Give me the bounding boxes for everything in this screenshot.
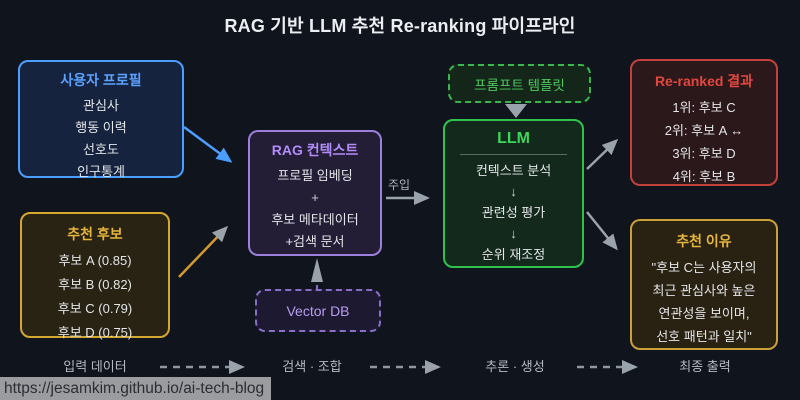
- candidates-title: 추천 후보: [67, 226, 123, 242]
- browser-status-bar-url: https://jesamkim.github.io/ai-tech-blog: [0, 377, 272, 400]
- arrow-llm-to-reranked-icon: [586, 138, 619, 170]
- candidate-item: 후보 A (0.85): [58, 253, 132, 268]
- reason-line: 연관성을 보이며,: [658, 306, 750, 321]
- candidate-item: 후보 D (0.75): [57, 325, 133, 340]
- user-profile-item: 행동 이력: [75, 120, 127, 135]
- page-title: RAG 기반 LLM 추천 Re-ranking 파이프라인: [224, 16, 576, 36]
- arrow-user-profile-to-rag-icon: [183, 125, 233, 163]
- reason-line: "후보 C는 사용자의: [651, 260, 757, 275]
- user-profile-title: 사용자 프로필: [60, 72, 142, 88]
- arrow-vectordb-to-rag-icon: [311, 258, 323, 282]
- reason-line: 최근 관심사와 높은: [652, 283, 756, 298]
- vector-db-node: Vector DB: [255, 289, 381, 332]
- llm-step: 순위 재조정: [481, 247, 546, 262]
- llm-step: 관련성 평가: [481, 205, 546, 220]
- reason-title: 추천 이유: [676, 233, 732, 249]
- user-profile-item: 인구통계: [77, 164, 125, 179]
- recommendation-reason-node: 추천 이유 "후보 C는 사용자의 최근 관심사와 높은 연관성을 보이며, 선…: [630, 219, 778, 350]
- rag-context-item: 후보 메타데이터: [271, 212, 359, 227]
- reranked-item: 3위: 후보 D: [672, 146, 736, 161]
- prompt-template-label: 프롬프트 템플릿: [474, 77, 565, 93]
- flow-stage-retrieval: 검색 · 조합: [282, 359, 342, 374]
- candidate-item: 후보 C (0.79): [57, 301, 133, 316]
- arrow-prompt-to-llm-icon: [505, 104, 527, 118]
- reranked-item: 4위: 후보 B: [672, 169, 736, 184]
- rag-context-item: +검색 문서: [285, 234, 345, 249]
- arrow-llm-to-reason-icon: [586, 211, 618, 251]
- arrow-candidates-to-rag-icon: [178, 225, 229, 278]
- flow-stage-output: 최종 출력: [679, 359, 731, 374]
- llm-title: LLM: [497, 130, 530, 147]
- llm-node: LLM 컨텍스트 분석 ↓ 관련성 평가 ↓ 순위 재조정: [443, 119, 584, 268]
- user-profile-node: 사용자 프로필 관심사 행동 이력 선호도 인구통계: [18, 60, 184, 179]
- vector-db-label: Vector DB: [286, 302, 350, 319]
- rag-context-item: 프로필 임베딩: [277, 168, 353, 183]
- candidate-item: 후보 B (0.82): [58, 277, 132, 292]
- rag-context-node: RAG 컨텍스트 프로필 임베딩 + 후보 메타데이터 +검색 문서: [248, 130, 382, 256]
- rag-context-title: RAG 컨텍스트: [271, 142, 359, 158]
- reranked-item: 1위: 후보 C: [672, 100, 736, 115]
- inject-edge-label: 주입: [388, 178, 411, 192]
- down-arrow-icon: ↓: [510, 184, 517, 199]
- llm-title-divider: [460, 154, 567, 155]
- user-profile-item: 관심사: [83, 98, 119, 113]
- reranked-title: Re-ranked 결과: [654, 73, 754, 89]
- user-profile-item: 선호도: [83, 142, 119, 157]
- flow-stage-inference: 추론 · 생성: [485, 359, 545, 374]
- reason-line: 선호 패턴과 일치": [656, 329, 752, 344]
- down-arrow-icon: ↓: [510, 226, 517, 241]
- flow-stage-input: 입력 데이터: [63, 359, 127, 374]
- reranked-result-node: Re-ranked 결과 1위: 후보 C 2위: 후보 A ↔ 3위: 후보 …: [630, 59, 778, 186]
- plus-icon: +: [311, 190, 319, 205]
- llm-step: 컨텍스트 분석: [475, 163, 552, 178]
- reranked-item: 2위: 후보 A ↔: [664, 123, 744, 138]
- candidates-node: 추천 후보 후보 A (0.85) 후보 B (0.82) 후보 C (0.79…: [20, 212, 170, 340]
- prompt-template-node: 프롬프트 템플릿: [448, 64, 591, 103]
